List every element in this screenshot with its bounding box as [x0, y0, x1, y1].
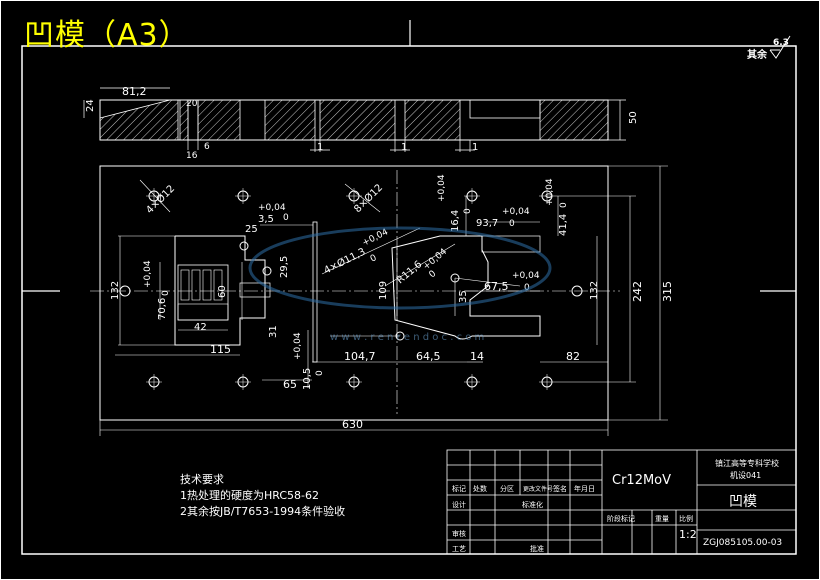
tol-10-up: +0,04 — [293, 332, 303, 360]
tb-review: 审核 — [452, 529, 466, 538]
dim-41-4: 41,4 — [558, 214, 569, 236]
dim-1a: 1 — [317, 142, 323, 153]
tb-approve: 批准 — [530, 544, 544, 553]
title-block-text: 标记 处数 分区 更改文件号 签名 年月日 设计 标准化 审核 工艺 批准 阶段… — [452, 458, 782, 553]
tol-70-low: 0 — [161, 290, 171, 296]
tb-scale-label: 比例 — [679, 514, 693, 523]
tol-70-up: +0,04 — [143, 260, 153, 288]
dim-r11-6: R11,6 — [395, 259, 424, 286]
dim-115: 115 — [210, 343, 231, 356]
tol-41-up: +0,04 — [545, 178, 555, 206]
tb-part-name: 凹模 — [729, 494, 757, 510]
tb-design: 设计 — [452, 500, 466, 509]
dim-315: 315 — [661, 281, 674, 302]
dim-10-5: 10,5 — [302, 368, 313, 390]
tb-drawing-no: ZGJ085105.00-03 — [703, 538, 782, 548]
dim-65: 65 — [283, 378, 297, 391]
inner-border — [21, 45, 797, 555]
dim-31: 31 — [268, 325, 279, 338]
tb-sign: 签名 — [553, 484, 567, 493]
roughness-prefix: 其余 — [747, 50, 767, 61]
tol-3-5-low: 0 — [283, 213, 289, 223]
tol-16-low: 0 — [463, 208, 473, 214]
dim-50: 50 — [628, 111, 639, 124]
tb-count: 处数 — [473, 484, 487, 493]
dim-132-left: 132 — [110, 281, 121, 300]
dim-70-6: 70,6 — [157, 298, 168, 320]
tol-16-up: +0,04 — [437, 174, 447, 202]
tol-93-up: +0,04 — [502, 207, 530, 217]
drawing-title: 凹模（A3） — [24, 18, 190, 53]
tb-weight: 重量 — [655, 515, 669, 523]
dim-1b: 1 — [401, 142, 407, 153]
dim-4x12: 4×Ø12 — [144, 183, 177, 216]
dim-630: 630 — [342, 418, 363, 431]
tb-process: 工艺 — [452, 545, 466, 553]
dim-81-2: 81,2 — [122, 85, 147, 98]
tol-93-low: 0 — [509, 219, 515, 229]
dim-20: 20 — [186, 99, 198, 109]
tb-zone: 分区 — [500, 484, 514, 493]
watermark-text: w w w . r e n r e n d o c . c o m — [330, 332, 484, 343]
dim-242: 242 — [631, 281, 644, 302]
dim-93-7: 93,7 — [476, 218, 498, 229]
tb-std: 标准化 — [522, 500, 543, 509]
tb-date: 年月日 — [574, 484, 595, 493]
tol-r11-up: +0,04 — [422, 247, 450, 273]
technical-notes: 技术要求 1热处理的硬度为HRC58-62 2其余按JB/T7653-1994条… — [180, 472, 345, 520]
dim-109: 109 — [378, 281, 389, 300]
dim-16-4: 16,4 — [450, 210, 461, 232]
tol-r11-low: 0 — [428, 269, 439, 281]
section-view: 81,2 24 20 16 6 50 1 1 1 — [83, 85, 639, 161]
dim-60: 60 — [217, 285, 228, 298]
dim-67-5: 67,5 — [484, 280, 509, 293]
tb-stage: 阶段标记 — [607, 514, 635, 523]
dim-1c: 1 — [472, 142, 478, 153]
watermark: w w w . r e n r e n d o c . c o m — [248, 226, 552, 343]
dim-4x11-3: 4×Ø11,3 — [322, 246, 367, 277]
notes-line-2: 2其余按JB/T7653-1994条件验收 — [180, 505, 346, 518]
dim-64-5: 64,5 — [416, 350, 441, 363]
tb-scale: 1:2 — [679, 528, 697, 541]
dim-14: 14 — [470, 350, 484, 363]
dim-16: 16 — [186, 151, 198, 161]
surface-roughness-note: 其余 6.3 — [747, 38, 789, 61]
tol-3-5-up: +0,04 — [258, 203, 286, 213]
dim-132-right: 132 — [589, 281, 600, 300]
dim-8x12: 8×Ø12 — [352, 182, 385, 215]
tol-4x11-low: 0 — [369, 253, 379, 265]
tol-41-low: 0 — [559, 202, 569, 208]
dim-35: 35 — [458, 290, 469, 303]
dim-104-7: 104,7 — [344, 350, 376, 363]
plan-view: 4×Ø12 8×Ø12 4×Ø11,3 +0,04 0 3,5 +0,04 0 … — [90, 165, 674, 436]
dim-24: 24 — [85, 99, 96, 112]
tb-class: 机设041 — [730, 470, 761, 480]
dim-42: 42 — [194, 322, 207, 333]
notes-heading: 技术要求 — [180, 473, 224, 486]
dim-82: 82 — [566, 350, 580, 363]
notes-line-1: 1热处理的硬度为HRC58-62 — [180, 489, 320, 502]
tb-school: 镇江高等专科学校 — [715, 458, 779, 468]
roughness-value: 6.3 — [773, 38, 789, 48]
dim-29-5: 29,5 — [279, 256, 290, 278]
tol-10-low: 0 — [315, 370, 325, 376]
dim-6: 6 — [204, 142, 210, 152]
tb-material: Cr12MoV — [612, 473, 671, 488]
dim-3-5: 3,5 — [258, 214, 274, 225]
tol-67-up: +0,04 — [512, 271, 540, 281]
tb-docno: 更改文件号 — [523, 485, 553, 493]
roughness-symbol — [769, 35, 791, 59]
title-block — [446, 449, 797, 555]
tb-mark: 标记 — [452, 484, 466, 493]
dim-25: 25 — [245, 224, 258, 235]
